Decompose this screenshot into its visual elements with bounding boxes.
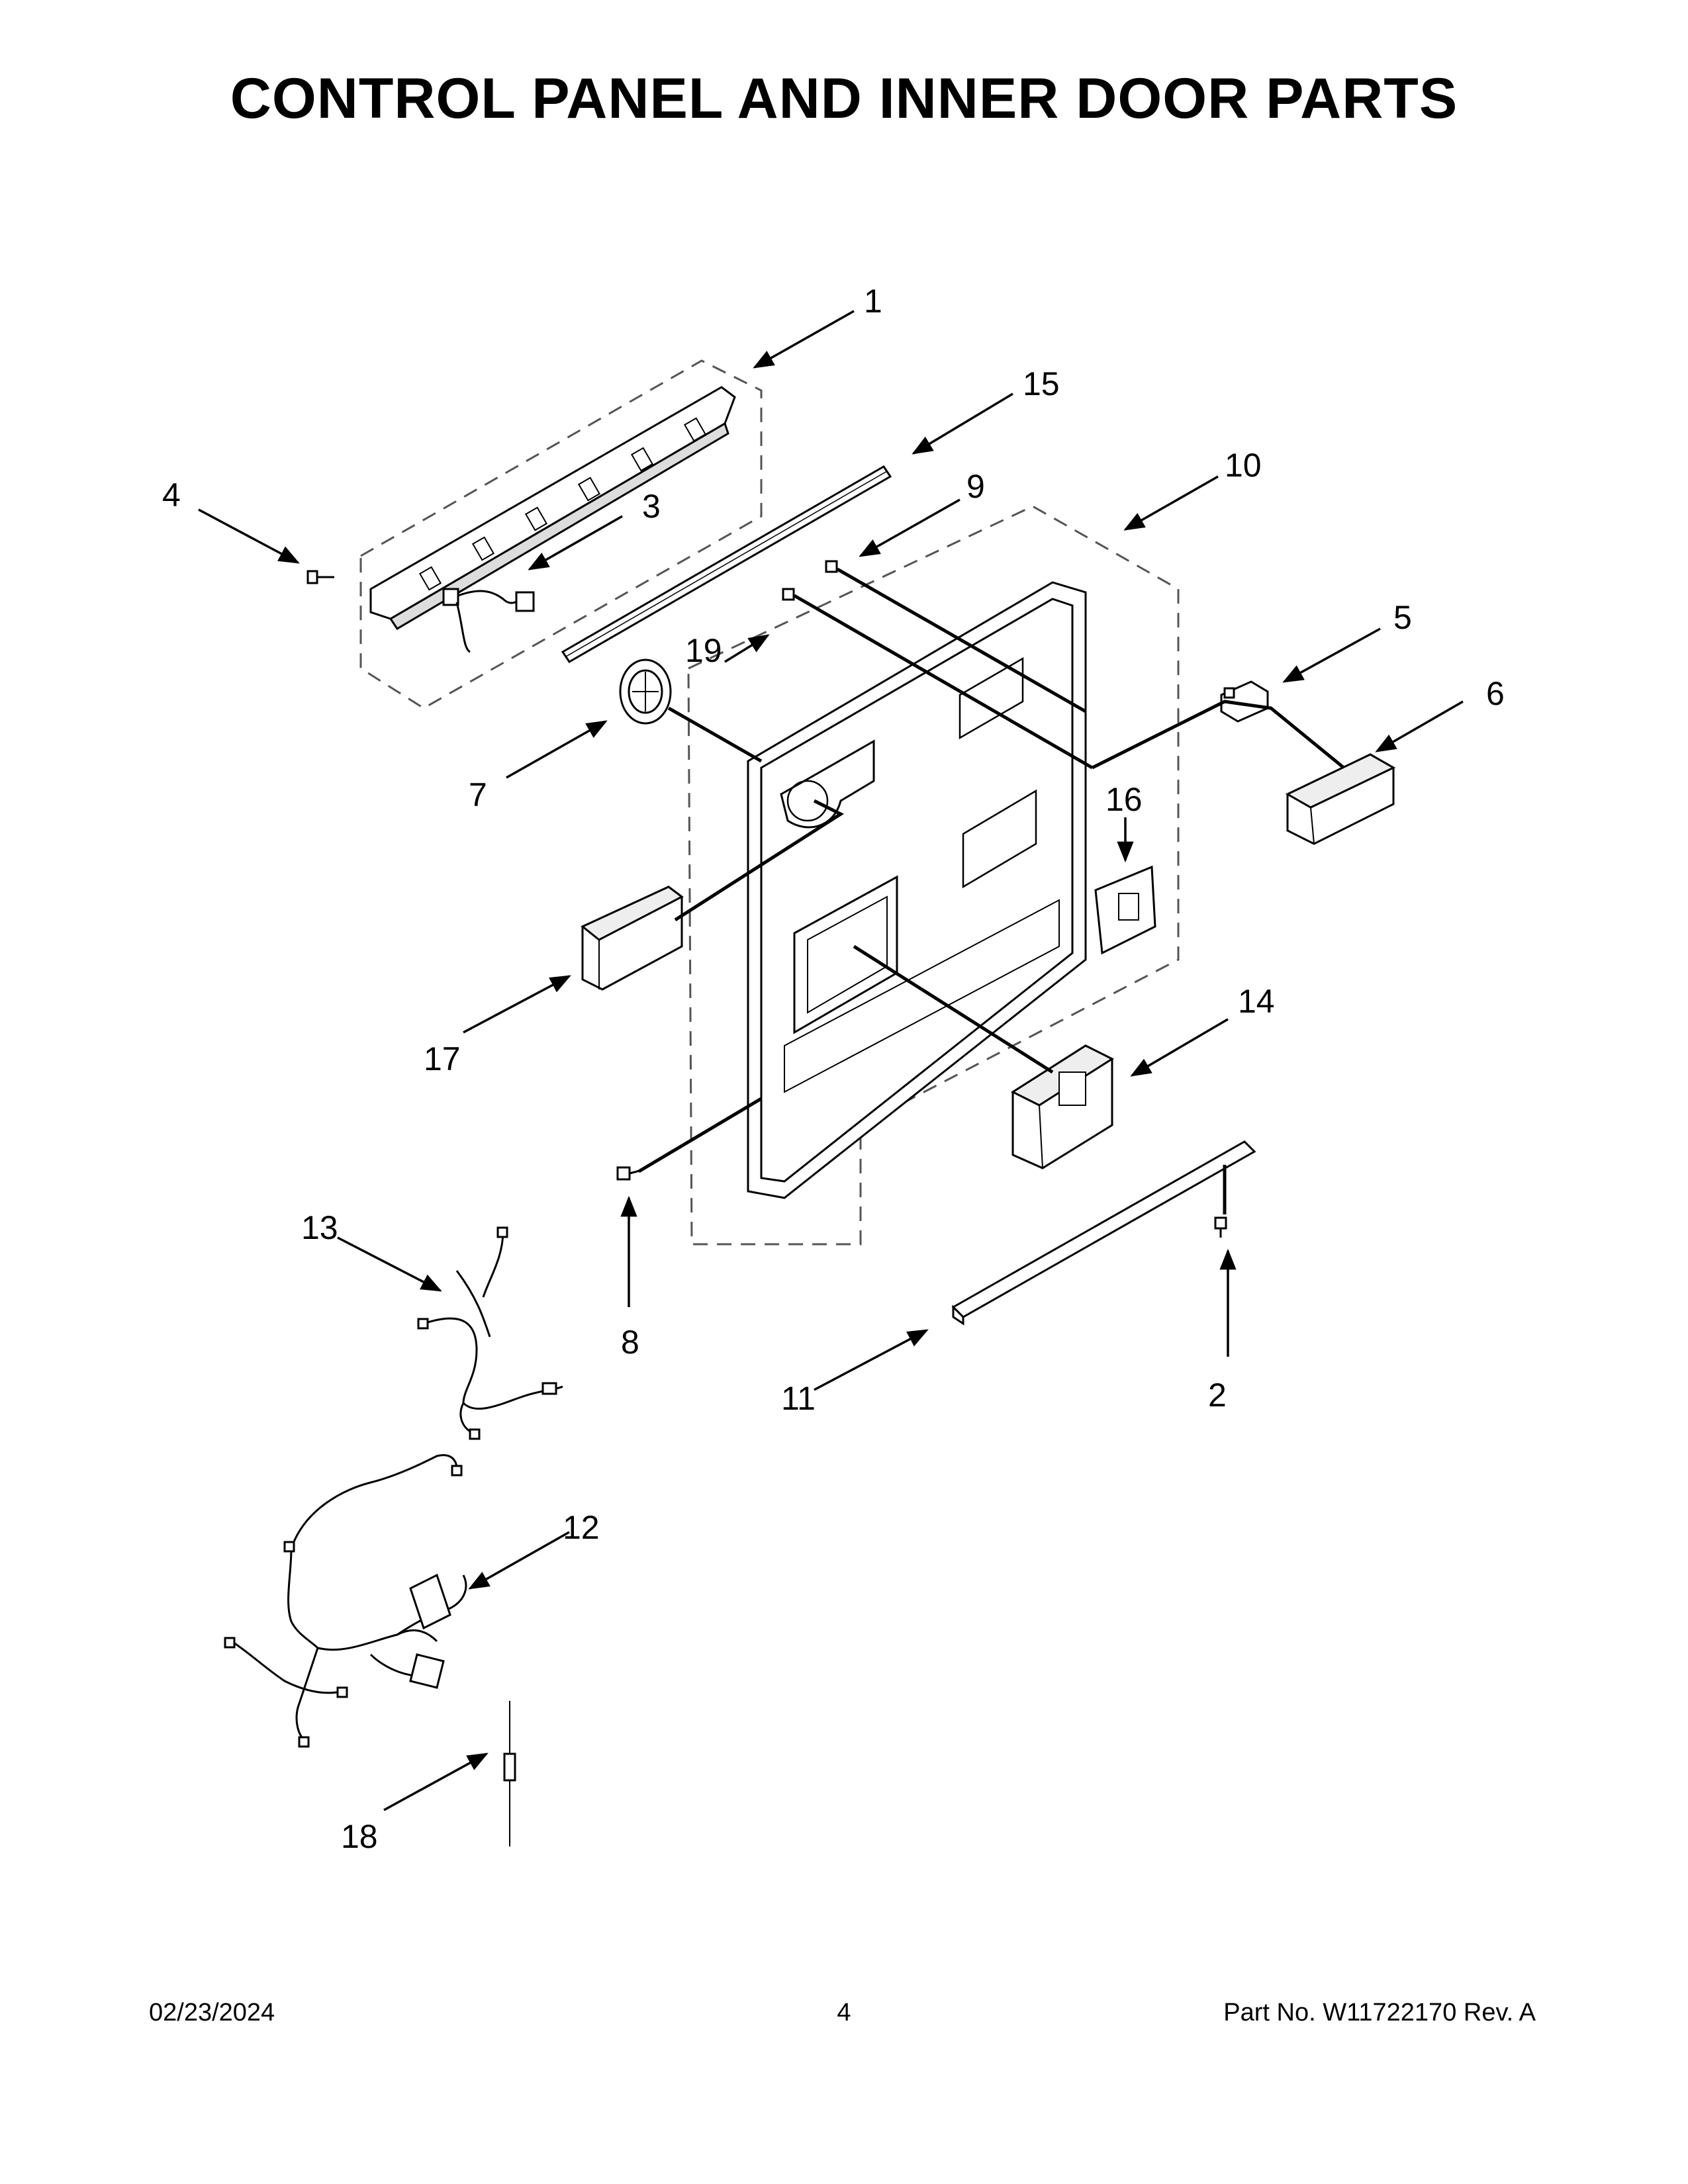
callout-2: 2 — [1208, 1377, 1227, 1414]
access-strip — [951, 1140, 1256, 1326]
callout-16: 16 — [1105, 781, 1143, 818]
control-module — [1010, 1044, 1115, 1169]
page-title: CONTROL PANEL AND INNER DOOR PARTS — [230, 67, 1458, 130]
footer-date: 02/23/2024 — [149, 1999, 275, 2026]
control-panel-outline — [359, 359, 763, 709]
screws-9-19 — [782, 560, 838, 601]
vent — [619, 659, 672, 725]
wire-harness-13 — [417, 1226, 563, 1440]
screw-2 — [1214, 1216, 1227, 1238]
callout-17: 17 — [424, 1040, 461, 1077]
screw-8 — [616, 1166, 643, 1181]
callout-4: 4 — [162, 477, 181, 514]
connector-vent-door — [667, 706, 763, 763]
ui-module — [1285, 753, 1396, 845]
connector-screw-door — [637, 1097, 763, 1173]
callout-labels: 1 2 3 4 5 6 7 8 9 10 11 12 13 14 15 16 1… — [162, 283, 1505, 1855]
connector-19-door — [793, 594, 1094, 770]
connector-module-door — [853, 944, 1054, 1074]
callout-12: 12 — [563, 1509, 600, 1546]
connector-9-door — [836, 567, 1087, 713]
wire-harness-12 — [224, 1454, 467, 1748]
callout-9: 9 — [966, 468, 985, 505]
inner-door-panel — [747, 581, 1087, 1199]
callout-8: 8 — [621, 1324, 639, 1361]
connector-latch-ui — [1091, 700, 1345, 770]
screw-4 — [306, 570, 334, 584]
footer-part-number: Part No. W11722170 Rev. A — [1223, 1999, 1536, 2026]
callout-1: 1 — [864, 283, 882, 320]
leader-arrows — [198, 310, 1464, 1811]
inner-door-outline — [687, 505, 1180, 1246]
connector-dispenser-door — [674, 799, 845, 922]
callout-7: 7 — [469, 776, 487, 813]
door-gasket — [561, 465, 892, 664]
hinge-bracket — [1094, 865, 1156, 955]
switch-assembly — [442, 588, 535, 653]
callout-10: 10 — [1225, 447, 1262, 484]
connector-lines — [637, 567, 1345, 1214]
console-panel — [369, 386, 736, 631]
dispenser — [581, 886, 684, 991]
callout-11: 11 — [781, 1380, 816, 1417]
assembly-outlines — [359, 359, 1180, 1246]
callout-6: 6 — [1486, 675, 1505, 712]
callout-18: 18 — [341, 1818, 378, 1855]
callout-19: 19 — [685, 632, 722, 669]
footer-page-number: 4 — [837, 1999, 851, 2026]
callout-15: 15 — [1023, 365, 1060, 402]
callout-14: 14 — [1238, 983, 1275, 1020]
callout-3: 3 — [642, 488, 661, 525]
callout-13: 13 — [301, 1209, 338, 1246]
callout-5: 5 — [1393, 599, 1412, 636]
thermal-fuse — [503, 1701, 516, 1846]
